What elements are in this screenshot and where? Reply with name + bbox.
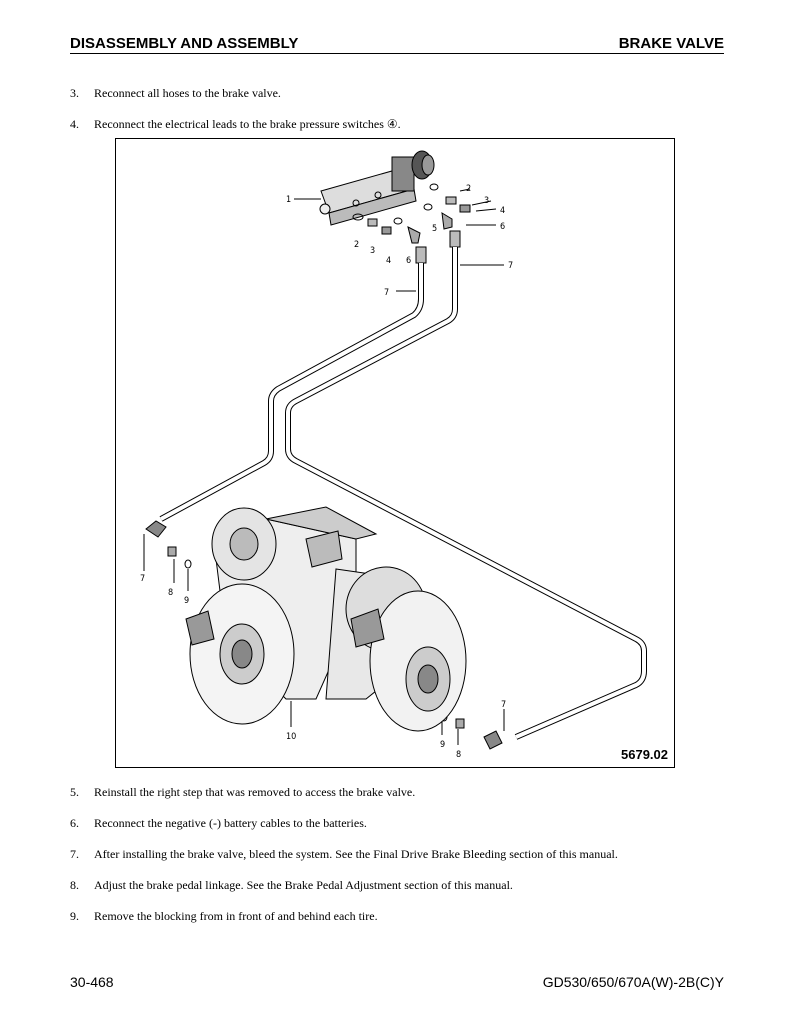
callout-9: 9: [440, 740, 445, 750]
callout-7: 7: [140, 574, 145, 584]
callout-9: 9: [184, 596, 189, 606]
callout-10: 10: [286, 732, 296, 742]
callout-6: 6: [406, 256, 411, 266]
step-number: 5.: [70, 785, 79, 799]
callout-1: 1: [286, 195, 291, 205]
callout-7: 7: [384, 288, 389, 298]
model-number: GD530/650/670A(W)-2B(C)Y: [542, 974, 724, 990]
step-text: Reinstall the right step that was remove…: [94, 785, 416, 799]
page-header: DISASSEMBLY AND ASSEMBLY BRAKE VALVE: [70, 33, 724, 54]
callout-8: 8: [456, 750, 461, 760]
page-number: 30-468: [70, 974, 114, 990]
step-text: Adjust the brake pedal linkage. See the …: [94, 878, 513, 892]
callout-7: 7: [501, 700, 506, 710]
step-number: 7.: [70, 847, 79, 861]
callout-4: 4: [386, 256, 391, 266]
axle-assembly: [185, 506, 467, 732]
figure-code: 5679.02: [621, 747, 668, 762]
step-text: Remove the blocking from in front of and…: [94, 909, 378, 923]
callout-3: 3: [370, 246, 375, 256]
callout-3: 3: [484, 196, 489, 206]
callout-2: 2: [354, 240, 359, 250]
callout-7: 7: [508, 261, 513, 271]
step-number: 6.: [70, 816, 79, 830]
callout-8: 8: [168, 588, 173, 598]
section-title: DISASSEMBLY AND ASSEMBLY: [70, 35, 299, 52]
step-number: 9.: [70, 909, 79, 923]
brake-valve-figure: 1 2 3 4 6 2 3 4 5 6 7 7 7 8 9 10 9 8 7 5…: [115, 138, 675, 768]
brake-valve-body: [319, 150, 435, 226]
step-number: 4.: [70, 117, 79, 131]
step-text: Reconnect the electrical leads to the br…: [94, 117, 401, 131]
step-text: After installing the brake valve, bleed …: [94, 847, 618, 861]
exploded-view-drawing: 1 2 3 4 6 2 3 4 5 6 7 7 7 8 9 10 9 8 7: [140, 150, 647, 760]
callout-4: 4: [500, 206, 505, 216]
step-number: 8.: [70, 878, 79, 892]
step-text: Reconnect the negative (-) battery cable…: [94, 816, 367, 830]
step-text: Reconnect all hoses to the brake valve.: [94, 86, 281, 100]
callout-2: 2: [466, 184, 471, 194]
callout-5: 5: [432, 224, 437, 234]
topic-title: BRAKE VALVE: [618, 35, 724, 52]
callout-6: 6: [500, 222, 505, 232]
step-number: 3.: [70, 86, 79, 100]
